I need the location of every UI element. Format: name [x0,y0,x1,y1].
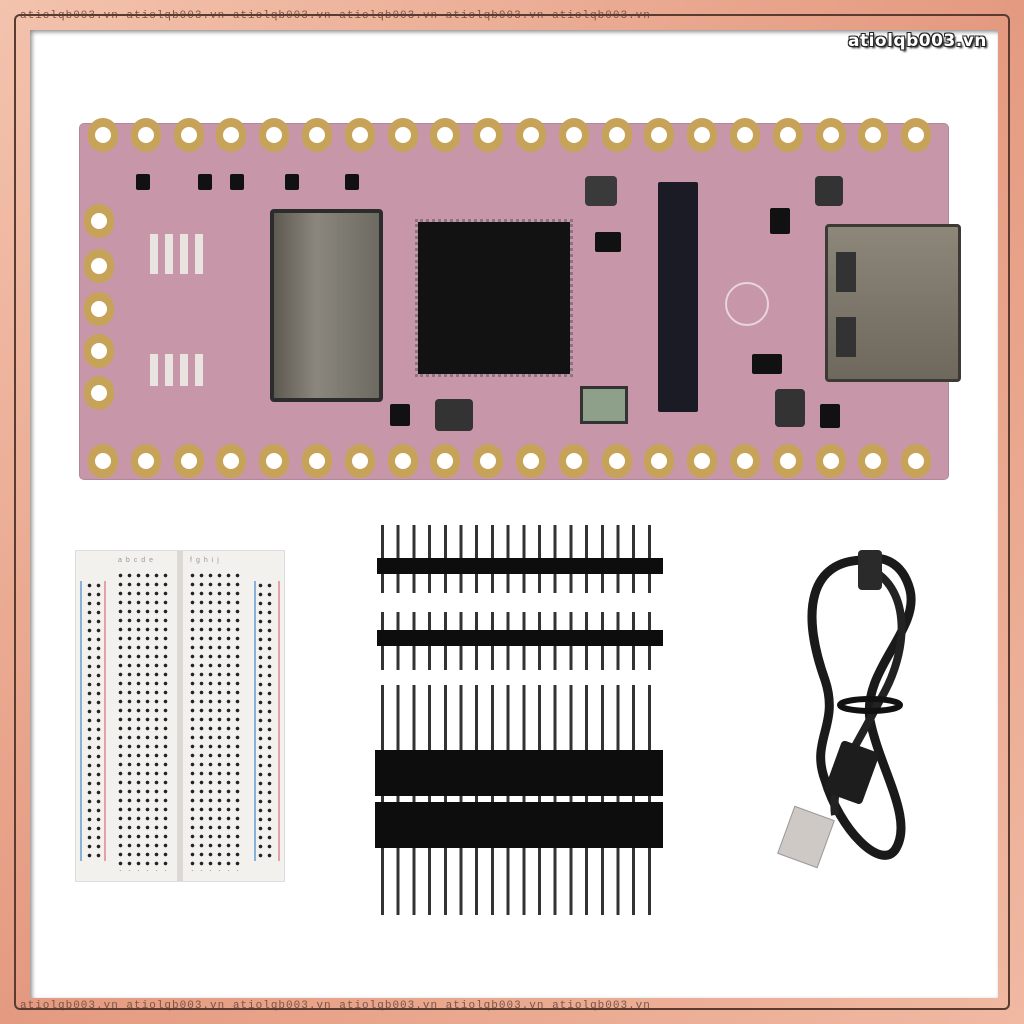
mounting-marker [725,282,769,326]
column-labels-left: abcde [118,557,158,564]
crystal-oscillator [580,386,628,424]
castellated-pad [601,118,632,152]
terminal-holes-right [188,571,244,871]
rail-holes [256,581,274,861]
castellated-pad [772,118,803,152]
castellated-pad [858,118,889,152]
castellated-pad [130,444,161,478]
castellated-pad [815,118,846,152]
micro-sd-slot [270,209,383,402]
castellated-pad [858,444,889,478]
castellated-pad [302,444,332,478]
castellated-pad [644,444,675,478]
castellated-pad [687,118,718,152]
castellated-pad [772,444,803,478]
castellated-pad [730,444,760,478]
castellated-pad [344,444,375,478]
watermark-corner: atiolqb003.vn [848,31,987,51]
castellated-pad [302,118,332,152]
castellated-pad [216,444,247,478]
contact-pads [150,354,210,386]
usb-c-pin-slot [836,252,856,292]
transistor [230,174,244,190]
transistor [345,174,359,190]
led [752,354,782,374]
watermark-border-top: atiolqb003.vn atiolqb003.vn atiolqb003.v… [20,10,651,22]
castellated-pad [84,249,114,283]
rail-blue [254,581,256,861]
castellated-pad [430,444,461,478]
castellated-pad [84,334,114,368]
contact-pads [150,234,210,274]
usb-c-port [825,224,961,382]
castellated-pad [259,444,290,478]
inductor [585,176,617,206]
button-connector-strip [658,182,698,412]
castellated-pad [84,376,114,410]
castellated-pad [88,118,118,152]
castellated-pad [558,444,589,478]
usb-a-plug [777,805,835,869]
column-labels-right: fghij [190,557,223,564]
castellated-pad [216,118,247,152]
castellated-pad [730,118,760,152]
castellated-pad [473,444,504,478]
castellated-pad [901,118,932,152]
castellated-pad [558,118,589,152]
transistor [285,174,299,190]
rail-red [104,581,106,861]
castellated-pad [387,444,418,478]
header-bar-4 [375,802,663,848]
usb-c-plug [858,550,882,590]
castellated-pad [88,444,118,478]
main-chip [415,219,573,377]
castellated-pad [516,444,546,478]
castellated-pad [130,118,161,152]
mini-breadboard: abcde fghij [75,550,285,882]
castellated-pad [173,444,204,478]
castellated-pad [644,118,675,152]
inductor [815,176,843,206]
inductor [435,399,473,431]
ic-small [595,232,621,252]
ic-small [820,404,840,428]
transistor [198,174,212,190]
castellated-pad [901,444,932,478]
transistor [136,174,150,190]
castellated-pad [344,118,375,152]
header-pins-long [381,685,663,915]
castellated-pad [259,118,290,152]
rail-holes [85,581,103,861]
castellated-pad [601,444,632,478]
castellated-pad [84,292,114,326]
castellated-pad [815,444,846,478]
castellated-pad [430,118,461,152]
castellated-pad [84,204,114,238]
rail-blue [80,581,82,861]
center-channel [177,551,183,881]
inductor [775,389,805,427]
usb-cable [777,550,916,869]
frame-border-line [14,14,1010,1010]
castellated-pad [387,118,418,152]
header-bar-3 [375,750,663,796]
rail-red [278,581,280,861]
header-bar-1 [377,558,663,574]
castellated-pad [173,118,204,152]
usb-c-pin-slot [836,317,856,357]
castellated-pad [473,118,504,152]
header-bar-2 [377,630,663,646]
development-board [80,118,961,479]
castellated-pad [516,118,546,152]
ic-small [770,208,790,234]
ic-small [390,404,410,426]
terminal-holes-left [116,571,172,871]
castellated-pad [687,444,718,478]
